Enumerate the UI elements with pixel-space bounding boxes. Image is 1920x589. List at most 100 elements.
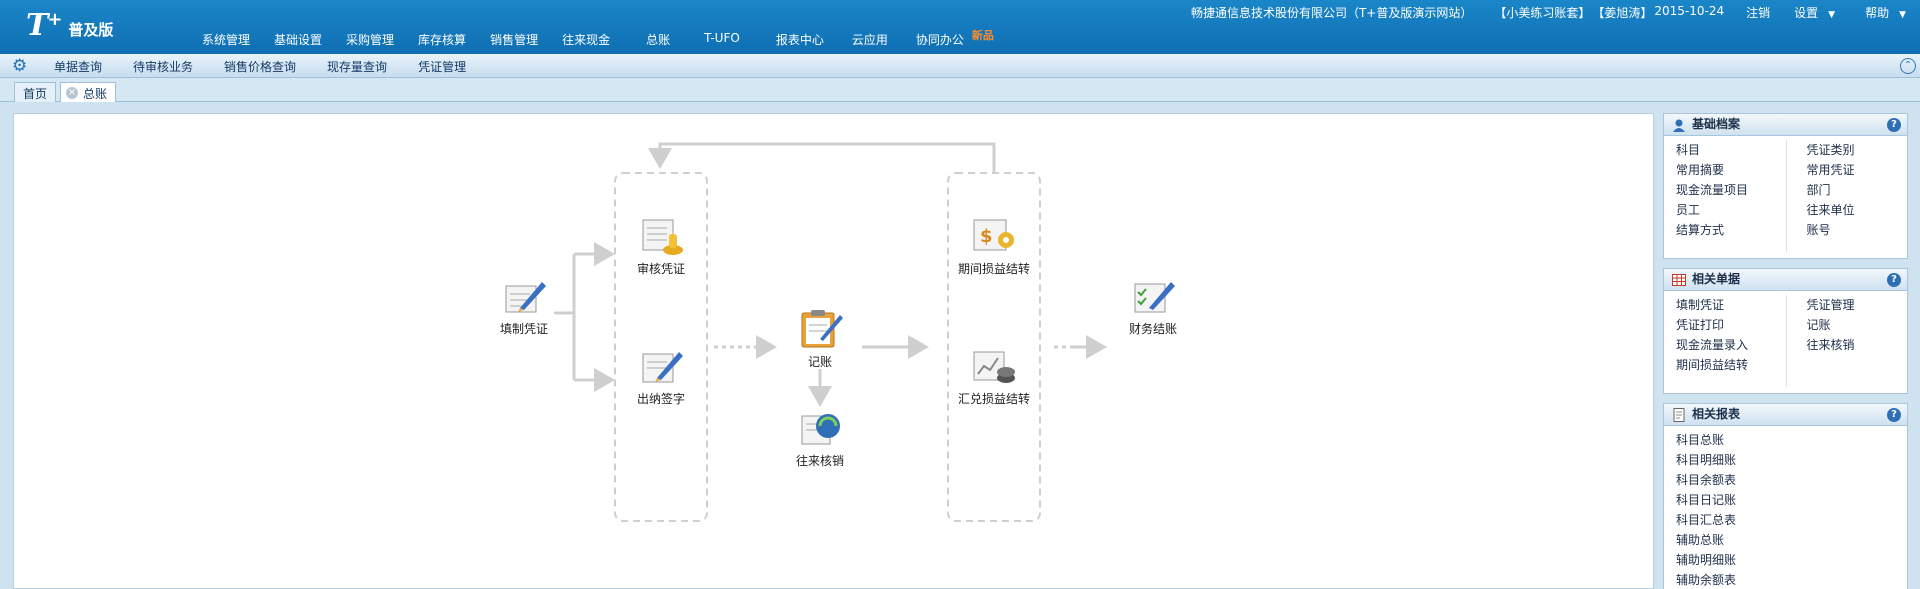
nav-inventory[interactable]: 库存核算 xyxy=(418,33,467,47)
panel-title: 相关单据 xyxy=(1692,272,1741,286)
link-settlement-method[interactable]: 结算方式 xyxy=(1676,223,1725,237)
quick-voucher-mgmt[interactable]: 凭证管理 xyxy=(418,60,467,74)
app-logo[interactable]: T + 普及版 xyxy=(26,8,113,43)
link-writeoff[interactable]: 往来核销 xyxy=(1806,338,1855,352)
panel-header: 基础档案 ? xyxy=(1664,114,1907,136)
top-bar: T + 普及版 系统管理 基础设置 采购管理 库存核算 销售管理 往来现金 总账… xyxy=(0,0,1920,54)
new-badge: 新品 xyxy=(971,29,994,42)
panel-title: 基础档案 xyxy=(1692,117,1741,131)
help-label: 帮助 xyxy=(1865,6,1890,20)
link-voucher-mgmt[interactable]: 凭证管理 xyxy=(1806,298,1855,312)
link-cashflow-entry[interactable]: 现金流量录入 xyxy=(1676,338,1749,352)
node-label: 财务结账 xyxy=(1128,322,1177,336)
settings-menu[interactable]: 设置▼ xyxy=(1784,4,1835,21)
node-close[interactable]: 财务结账 xyxy=(1108,274,1198,336)
right-panels: 基础档案 ? 科目 常用摘要 现金流量项目 员工 结算方式 凭证类别 常用凭证 … xyxy=(1663,113,1908,589)
audit-stamp-icon xyxy=(642,219,683,255)
link-bank-account[interactable]: 账号 xyxy=(1806,223,1831,237)
nav-cash[interactable]: 往来现金 xyxy=(562,33,611,47)
help-menu[interactable]: 帮助▼ xyxy=(1855,4,1906,21)
help-icon[interactable]: ? xyxy=(1887,118,1901,132)
link-subject-journal[interactable]: 科目日记账 xyxy=(1676,493,1737,507)
panel-header: 相关单据 ? xyxy=(1664,269,1907,291)
node-fx-pl[interactable]: 汇兑损益结转 xyxy=(949,344,1039,406)
quick-stock-query[interactable]: 现存量查询 xyxy=(327,60,388,74)
quick-price-query[interactable]: 销售价格查询 xyxy=(224,60,297,74)
link-voucher-type[interactable]: 凭证类别 xyxy=(1806,143,1855,157)
link-post[interactable]: 记账 xyxy=(1806,318,1831,332)
nav-sales[interactable]: 销售管理 xyxy=(490,33,539,47)
user-name: 【姜旭涛】 xyxy=(1592,6,1653,20)
writeoff-globe-icon xyxy=(801,414,840,445)
node-label: 记账 xyxy=(807,355,832,369)
link-subject-balance[interactable]: 科目余额表 xyxy=(1676,473,1737,487)
fx-pl-icon xyxy=(973,351,1015,383)
nav-basic-settings[interactable]: 基础设置 xyxy=(274,33,323,47)
node-audit-voucher[interactable]: 审核凭证 xyxy=(616,214,706,276)
link-fill-voucher[interactable]: 填制凭证 xyxy=(1676,298,1725,312)
user-archive-icon xyxy=(1673,119,1685,132)
panel-header: 相关报表 ? xyxy=(1664,404,1907,426)
link-common-voucher[interactable]: 常用凭证 xyxy=(1806,163,1855,177)
node-writeoff[interactable]: 往来核销 xyxy=(775,406,865,468)
close-books-icon xyxy=(1134,282,1175,313)
link-subject-summary[interactable]: 科目汇总表 xyxy=(1676,513,1737,527)
node-label: 出纳签字 xyxy=(636,392,685,406)
panel-related-docs: 相关单据 ? 填制凭证 凭证打印 现金流量录入 期间损益结转 凭证管理 记账 往… xyxy=(1663,268,1908,394)
link-print-voucher[interactable]: 凭证打印 xyxy=(1676,318,1725,332)
clipboard-icon xyxy=(801,310,843,348)
login-date: 2015-10-24 xyxy=(1654,4,1725,18)
link-cashflow-item[interactable]: 现金流量项目 xyxy=(1676,183,1749,197)
quick-doc-query[interactable]: 单据查询 xyxy=(54,60,103,74)
link-aux-detail-ledger[interactable]: 辅助明细账 xyxy=(1676,553,1737,567)
panel-related-reports: 相关报表 ? 科目总账 科目明细账 科目余额表 科目日记账 科目汇总表 辅助总账… xyxy=(1663,403,1908,589)
link-period-pl[interactable]: 期间损益结转 xyxy=(1676,358,1749,372)
gear-icon[interactable]: ⚙ xyxy=(12,56,28,76)
nav-ledger[interactable]: 总账 xyxy=(646,33,671,47)
close-icon[interactable]: ✕ xyxy=(66,87,78,99)
nav-system[interactable]: 系统管理 xyxy=(202,33,251,47)
link-subject-detail-ledger[interactable]: 科目明细账 xyxy=(1676,453,1737,467)
node-cashier-sign[interactable]: 出纳签字 xyxy=(616,344,706,406)
link-common-summary[interactable]: 常用摘要 xyxy=(1676,163,1725,177)
link-account-subject[interactable]: 科目 xyxy=(1676,143,1701,157)
logout-link[interactable]: 注销 xyxy=(1746,6,1771,20)
panel-title: 相关报表 xyxy=(1692,407,1741,421)
node-label: 填制凭证 xyxy=(499,322,548,336)
node-period-pl[interactable]: $ 期间损益结转 xyxy=(949,214,1039,276)
sign-pen-icon xyxy=(642,352,683,383)
panel-body: 科目 常用摘要 现金流量项目 员工 结算方式 凭证类别 常用凭证 部门 往来单位… xyxy=(1664,136,1907,258)
node-label: 审核凭证 xyxy=(636,262,685,276)
link-aux-general-ledger[interactable]: 辅助总账 xyxy=(1676,533,1725,547)
chevron-down-icon: ▼ xyxy=(1828,10,1836,20)
account-set[interactable]: 【小美练习账套】 xyxy=(1494,6,1591,20)
company-name: 畅捷通信息技术股份有限公司（T+普及版演示网站） xyxy=(1190,6,1473,20)
nav-tufo[interactable]: T-UFO xyxy=(704,31,740,45)
tab-ledger[interactable]: ✕ 总账 xyxy=(60,82,117,102)
main-nav: 系统管理 基础设置 采购管理 库存核算 销售管理 往来现金 总账 T-UFO 报… xyxy=(190,29,994,48)
panel-body: 科目总账 科目明细账 科目余额表 科目日记账 科目汇总表 辅助总账 辅助明细账 … xyxy=(1664,426,1907,589)
node-fill-voucher[interactable]: 填制凭证 xyxy=(479,274,569,336)
panel-body: 填制凭证 凭证打印 现金流量录入 期间损益结转 凭证管理 记账 往来核销 xyxy=(1664,291,1907,393)
flow-lines xyxy=(554,142,1107,522)
node-post[interactable]: 记账 xyxy=(775,307,865,369)
tab-home[interactable]: 首页 xyxy=(14,82,57,102)
link-aux-balance[interactable]: 辅助余额表 xyxy=(1676,573,1737,587)
period-pl-icon: $ xyxy=(973,219,1014,251)
link-subject-general-ledger[interactable]: 科目总账 xyxy=(1676,433,1725,447)
help-icon[interactable]: ? xyxy=(1887,273,1901,287)
help-icon[interactable]: ? xyxy=(1887,408,1901,422)
svg-text:$: $ xyxy=(980,226,993,247)
collapse-up-icon[interactable]: ⌃ xyxy=(1900,58,1916,74)
quick-pending-review[interactable]: 待审核业务 xyxy=(133,60,194,74)
voucher-pen-icon xyxy=(505,282,546,313)
tab-bar: 首页 ✕ 总账 xyxy=(0,78,1920,102)
link-department[interactable]: 部门 xyxy=(1806,183,1831,197)
nav-purchase[interactable]: 采购管理 xyxy=(346,33,395,47)
link-partner[interactable]: 往来单位 xyxy=(1806,203,1855,217)
nav-collab[interactable]: 协同办公 新品 xyxy=(904,29,994,48)
link-employee[interactable]: 员工 xyxy=(1676,203,1701,217)
flow-canvas: 填制凭证 审核凭证 出纳签字 xyxy=(13,113,1654,589)
nav-report-center[interactable]: 报表中心 xyxy=(775,33,824,47)
nav-cloud[interactable]: 云应用 xyxy=(851,33,888,47)
